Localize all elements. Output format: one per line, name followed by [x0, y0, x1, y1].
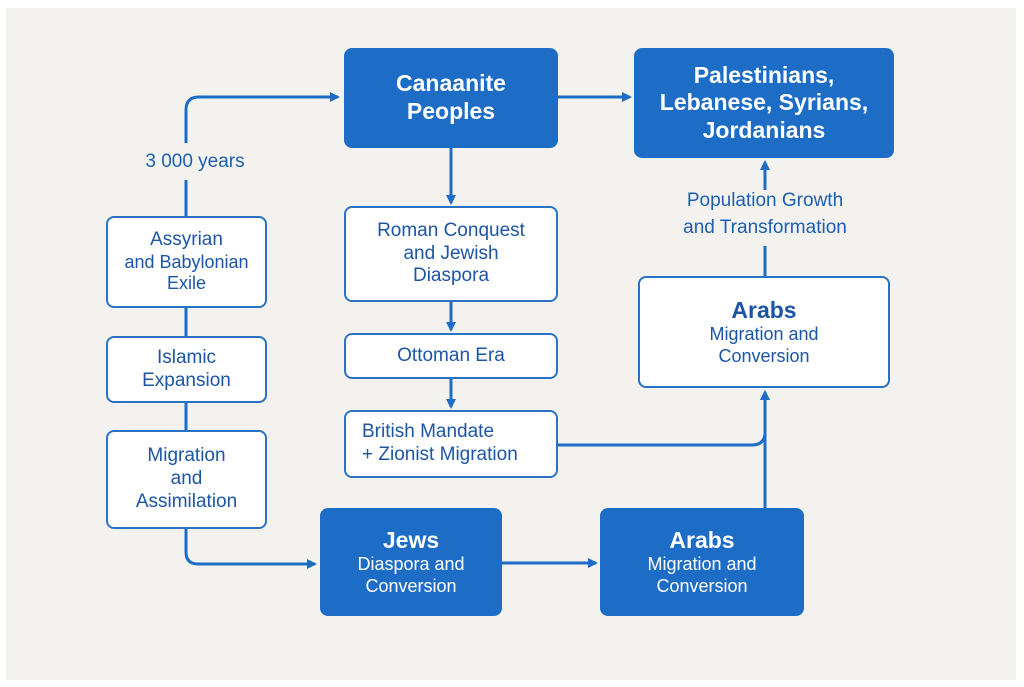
node-label: and — [170, 468, 203, 490]
node-roman-conquest: Roman Conquest and Jewish Diaspora — [344, 206, 558, 302]
node-label: Diaspora — [412, 265, 490, 287]
label-line: and Transformation — [683, 216, 847, 238]
node-label: Assimilation — [135, 490, 238, 512]
arrow-british-to-arabs — [558, 390, 770, 447]
node-label: Conversion — [718, 345, 810, 366]
label-population-growth: Population Growth and Transformation — [640, 188, 890, 241]
node-label: Palestinians, — [693, 61, 835, 88]
node-jews: Jews Diaspora and Conversion — [320, 508, 502, 616]
node-canaanite-peoples: Canaanite Peoples — [344, 48, 558, 148]
node-label: Jordanians — [702, 116, 826, 143]
node-label: Ottoman Era — [397, 344, 505, 366]
node-migration-assimilation: Migration and Assimilation — [106, 430, 267, 529]
node-label: Peoples — [406, 98, 496, 124]
node-label: Canaanite — [396, 70, 506, 97]
node-label: Conversion — [365, 575, 457, 596]
label-years: 3 000 years — [145, 151, 245, 172]
label-line: Population Growth — [686, 190, 844, 211]
node-label: Migration and — [709, 324, 819, 345]
node-label: Assyrian — [150, 229, 223, 250]
node-modern-peoples: Palestinians, Lebanese, Syrians, Jordani… — [634, 48, 894, 158]
node-ottoman-era: Ottoman Era — [344, 333, 558, 379]
node-title: Jews — [382, 526, 440, 553]
node-arabs-top: Arabs Migration and Conversion — [638, 276, 890, 388]
node-label: Exile — [166, 273, 206, 294]
node-title: Arabs — [731, 296, 797, 323]
node-title: Arabs — [669, 526, 735, 553]
arrow-years-to-canaanite — [184, 97, 338, 216]
node-label: and Babylonian — [124, 251, 249, 272]
node-label: British Mandate — [362, 421, 495, 443]
node-label: Conversion — [656, 575, 748, 596]
arrow-migration-to-jews — [184, 529, 317, 569]
node-label: Roman Conquest — [377, 219, 525, 241]
node-label: Lebanese, Syrians, — [659, 89, 869, 116]
node-british-mandate: British Mandate + Zionist Migration — [344, 410, 558, 478]
node-label: and Jewish — [403, 242, 499, 264]
node-label: + Zionist Migration — [362, 444, 518, 465]
node-label: Migration — [147, 445, 226, 467]
node-label: Diaspora and — [357, 554, 465, 575]
node-islamic-expansion: Islamic Expansion — [106, 336, 267, 403]
node-label: Islamic — [156, 346, 217, 368]
node-label: Migration and — [647, 554, 757, 575]
node-arabs-bottom: Arabs Migration and Conversion — [600, 508, 804, 616]
node-assyrian-exile: Assyrian and Babylonian Exile — [106, 216, 267, 308]
node-label: Expansion — [142, 369, 231, 391]
